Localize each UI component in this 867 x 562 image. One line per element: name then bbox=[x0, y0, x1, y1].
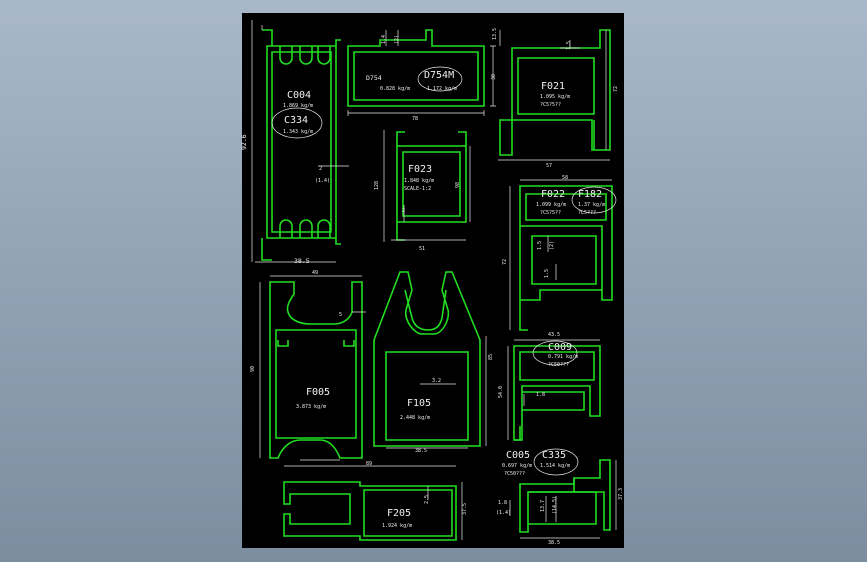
c004-dim-height: 92.6 bbox=[240, 134, 248, 150]
c009-dim-h: 54.0 bbox=[498, 386, 504, 398]
f022-dim-c: 1.5 bbox=[544, 269, 550, 278]
c009-dim-w: 43.5 bbox=[548, 332, 560, 338]
f023-dim-t: 2 bbox=[402, 208, 405, 214]
c004-code: C004 bbox=[287, 90, 311, 101]
profile-f023 bbox=[383, 130, 471, 242]
profile-d754 bbox=[347, 29, 501, 116]
profile-c005 bbox=[509, 448, 617, 539]
f023-dim-w: 51 bbox=[419, 246, 425, 252]
c005-weight: 0.697 kg/m bbox=[502, 463, 532, 469]
f022-note: ?C5?5?? bbox=[540, 210, 561, 216]
f023-scale: SCALE-1:2 bbox=[404, 186, 431, 192]
c004-dim-width: 38.5 bbox=[294, 257, 310, 265]
c335-weight: 1.514 kg/m bbox=[540, 463, 570, 469]
profile-f105 bbox=[373, 271, 487, 449]
f182-weight: 1.37 kg/m bbox=[578, 202, 605, 208]
c009-code: C009 bbox=[548, 342, 572, 353]
f022-dim-w: 58 bbox=[562, 175, 568, 181]
d754m-code: D754M bbox=[424, 70, 454, 81]
f005-weight: 3.873 kg/m bbox=[296, 404, 326, 410]
f021-dim-h: 72 bbox=[613, 86, 619, 92]
f105-dim-h: 85 bbox=[488, 354, 494, 360]
f005-dim-wall: 5 bbox=[339, 312, 342, 318]
c005-dim-h: 37.3 bbox=[618, 488, 624, 500]
d754-code: D754 bbox=[366, 74, 382, 82]
d754m-weight: 1.172 kg/m bbox=[427, 86, 457, 92]
f205-weight: 1.924 kg/m bbox=[382, 523, 412, 529]
profile-f205 bbox=[283, 465, 463, 541]
c005-dim-w: 38.5 bbox=[548, 540, 560, 546]
f021-dim-w: 57 bbox=[546, 163, 552, 169]
f205-dim-w: 89 bbox=[366, 461, 372, 467]
c009-note: ?C50??? bbox=[548, 362, 569, 368]
c005-dim-a: 1.8 bbox=[498, 500, 507, 506]
c004-dim-wall-note: (1.4) bbox=[315, 178, 330, 184]
f021-weight: 1.095 kg/m bbox=[540, 94, 570, 100]
profile-c004 bbox=[251, 20, 349, 263]
c005-dim-d: (14.5) bbox=[552, 496, 558, 514]
c005-code: C005 bbox=[506, 450, 530, 461]
c005-dim-c: 13.7 bbox=[540, 500, 546, 512]
d754-dim-b: (2) bbox=[394, 35, 400, 44]
f205-dim-t: 2.5 bbox=[424, 495, 430, 504]
c005-dim-b: (1.4) bbox=[496, 510, 511, 516]
d754-dim-w: 78 bbox=[412, 116, 418, 122]
f182-note: ?L5??? bbox=[578, 210, 596, 216]
f005-dim-w: 49 bbox=[312, 270, 318, 276]
profile-f021 bbox=[498, 29, 611, 161]
f105-weight: 2.448 kg/m bbox=[400, 415, 430, 421]
f005-dim-h: 90 bbox=[250, 366, 256, 372]
f205-code: F205 bbox=[387, 508, 411, 519]
f105-code: F105 bbox=[407, 398, 431, 409]
f021-dim-a: 1.5 bbox=[566, 41, 572, 50]
f023-weight: 1.848 kg/m bbox=[404, 178, 434, 184]
d754-dim-h: 30 bbox=[491, 74, 497, 80]
f005-code: F005 bbox=[306, 387, 330, 398]
f205-dim-h: 37.5 bbox=[462, 503, 468, 515]
profile-f005 bbox=[259, 275, 366, 461]
f022-dim-b: (2) bbox=[549, 241, 555, 250]
drawing-sheet bbox=[242, 13, 624, 548]
profile-c009 bbox=[507, 339, 601, 441]
f023-dim-h: 128 bbox=[374, 181, 380, 190]
f023-dim-h2: 98 bbox=[455, 182, 461, 188]
f105-dim-w: 38.5 bbox=[415, 448, 427, 454]
d754-dim-a: 1.4 bbox=[381, 35, 387, 44]
profile-f022 bbox=[509, 179, 617, 331]
f022-dim-h: 72 bbox=[502, 259, 508, 265]
f021-code: F021 bbox=[541, 81, 565, 92]
c335-code: C335 bbox=[542, 450, 566, 461]
f022-dim-a: 1.5 bbox=[537, 241, 543, 250]
f022-code: F022 bbox=[541, 189, 565, 200]
c334-weight: 1.343 kg/m bbox=[283, 129, 313, 135]
f021-note: ?C5?5?? bbox=[540, 102, 561, 108]
c009-weight: 0.791 kg/m bbox=[548, 354, 578, 360]
c009-dim-t: 1.8 bbox=[536, 392, 545, 398]
f105-dim-wall: 3.2 bbox=[432, 378, 441, 384]
c005-note: ?C50??? bbox=[504, 471, 525, 477]
c004-weight: 1.869 kg/m bbox=[283, 103, 313, 109]
f182-code: F182 bbox=[578, 189, 602, 200]
c334-code: C334 bbox=[284, 115, 308, 126]
d754-dim-top: 13.5 bbox=[492, 28, 498, 40]
f022-weight: 1.099 kg/m bbox=[536, 202, 566, 208]
c004-dim-wall: 2 bbox=[319, 166, 322, 172]
f023-code: F023 bbox=[408, 164, 432, 175]
d754-weight: 0.828 kg/m bbox=[380, 86, 410, 92]
